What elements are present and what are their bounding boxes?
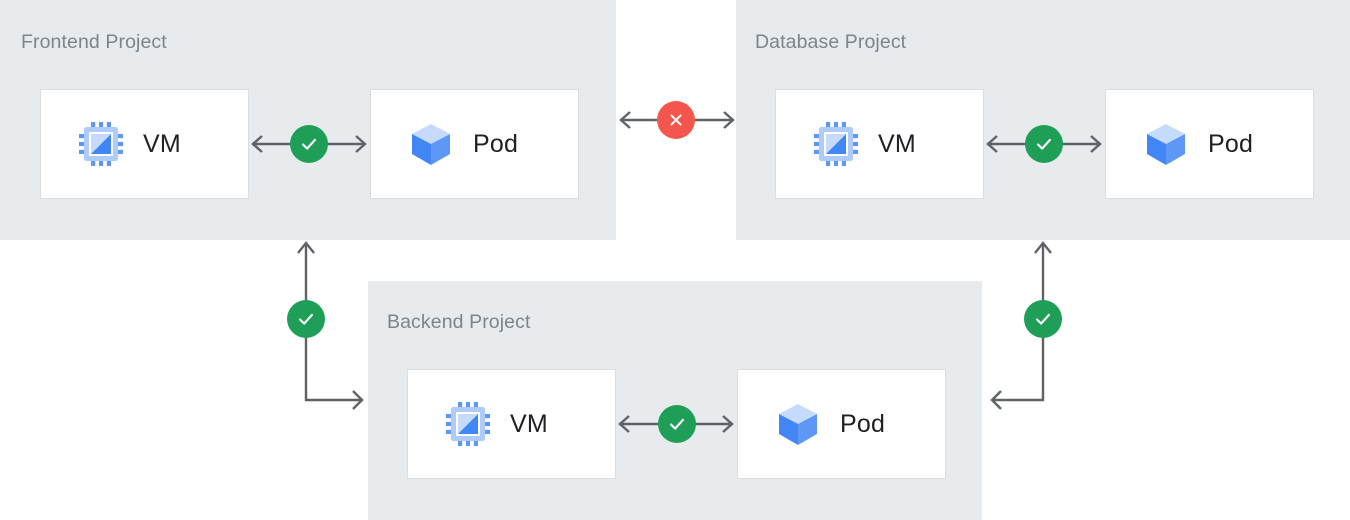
status-badge-frontend-backend[interactable] <box>287 300 325 338</box>
check-circle-icon <box>1033 133 1055 155</box>
cpu-chip-icon <box>77 120 125 168</box>
check-circle-icon <box>666 413 688 435</box>
resource-card-database-pod[interactable]: Pod <box>1105 89 1314 199</box>
status-badge-frontend-internal[interactable] <box>290 125 328 163</box>
cube-icon <box>1142 120 1190 168</box>
check-circle-icon <box>295 308 317 330</box>
resource-card-backend-vm[interactable]: VM <box>407 369 616 479</box>
cube-icon <box>407 120 455 168</box>
resource-card-database-vm[interactable]: VM <box>775 89 984 199</box>
resource-label-frontend-pod: Pod <box>473 129 519 158</box>
resource-label-database-vm: VM <box>878 129 916 158</box>
check-circle-icon <box>298 133 320 155</box>
project-title-frontend: Frontend Project <box>21 31 167 53</box>
resource-card-frontend-pod[interactable]: Pod <box>370 89 579 199</box>
cpu-chip-icon <box>444 400 492 448</box>
cube-icon <box>774 400 822 448</box>
x-circle-icon <box>666 110 686 130</box>
status-badge-frontend-database[interactable] <box>657 101 695 139</box>
project-title-database: Database Project <box>755 31 907 53</box>
resource-card-frontend-vm[interactable]: VM <box>40 89 249 199</box>
resource-card-backend-pod[interactable]: Pod <box>737 369 946 479</box>
project-title-backend: Backend Project <box>387 311 531 333</box>
resource-label-backend-pod: Pod <box>840 409 886 438</box>
status-badge-backend-internal[interactable] <box>658 405 696 443</box>
resource-label-database-pod: Pod <box>1208 129 1254 158</box>
status-badge-database-backend[interactable] <box>1024 300 1062 338</box>
check-circle-icon <box>1032 308 1054 330</box>
resource-label-backend-vm: VM <box>510 409 548 438</box>
resource-label-frontend-vm: VM <box>143 129 181 158</box>
status-badge-database-internal[interactable] <box>1025 125 1063 163</box>
cpu-chip-icon <box>812 120 860 168</box>
